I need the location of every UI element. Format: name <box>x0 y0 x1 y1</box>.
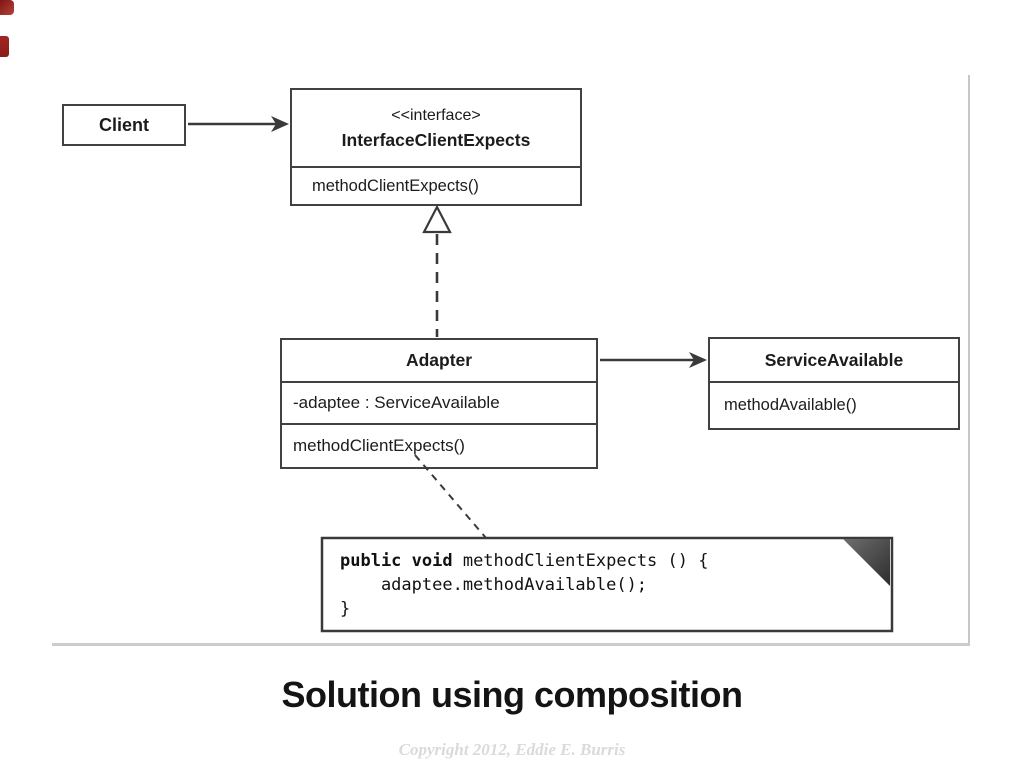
uml-class-service-available: ServiceAvailable methodAvailable() <box>708 337 960 430</box>
uml-class-client: Client <box>62 104 186 146</box>
interface-method: methodClientExpects() <box>292 166 580 204</box>
corner-decoration-top <box>0 0 14 15</box>
interface-name: InterfaceClientExpects <box>341 130 531 150</box>
code-line-1-rest: methodClientExpects () { <box>452 551 709 571</box>
service-method: methodAvailable() <box>710 381 958 428</box>
uml-interface-box: <<interface> InterfaceClientExpects meth… <box>290 88 582 206</box>
code-line-1: public void methodClientExpects () { <box>340 549 880 573</box>
corner-decoration-bottom <box>0 36 9 57</box>
copyright-text: Copyright 2012, Eddie E. Burris <box>398 740 626 759</box>
code-keyword: public void <box>340 551 453 571</box>
note-code: public void methodClientExpects () { ada… <box>340 549 880 621</box>
adapter-method: methodClientExpects() <box>282 423 596 467</box>
uml-class-adapter: Adapter -adaptee : ServiceAvailable meth… <box>280 338 598 469</box>
interface-title-compartment: <<interface> InterfaceClientExpects <box>292 90 580 166</box>
adapter-attribute: -adaptee : ServiceAvailable <box>282 381 596 423</box>
client-name: Client <box>98 114 149 135</box>
interface-stereotype: <<interface> <box>391 107 481 124</box>
service-name: ServiceAvailable <box>764 349 904 370</box>
code-line-2: adaptee.methodAvailable(); <box>340 575 648 595</box>
adapter-name: Adapter <box>405 350 473 370</box>
code-line-3: } <box>340 599 351 619</box>
slide-title: Solution using composition <box>281 674 743 715</box>
